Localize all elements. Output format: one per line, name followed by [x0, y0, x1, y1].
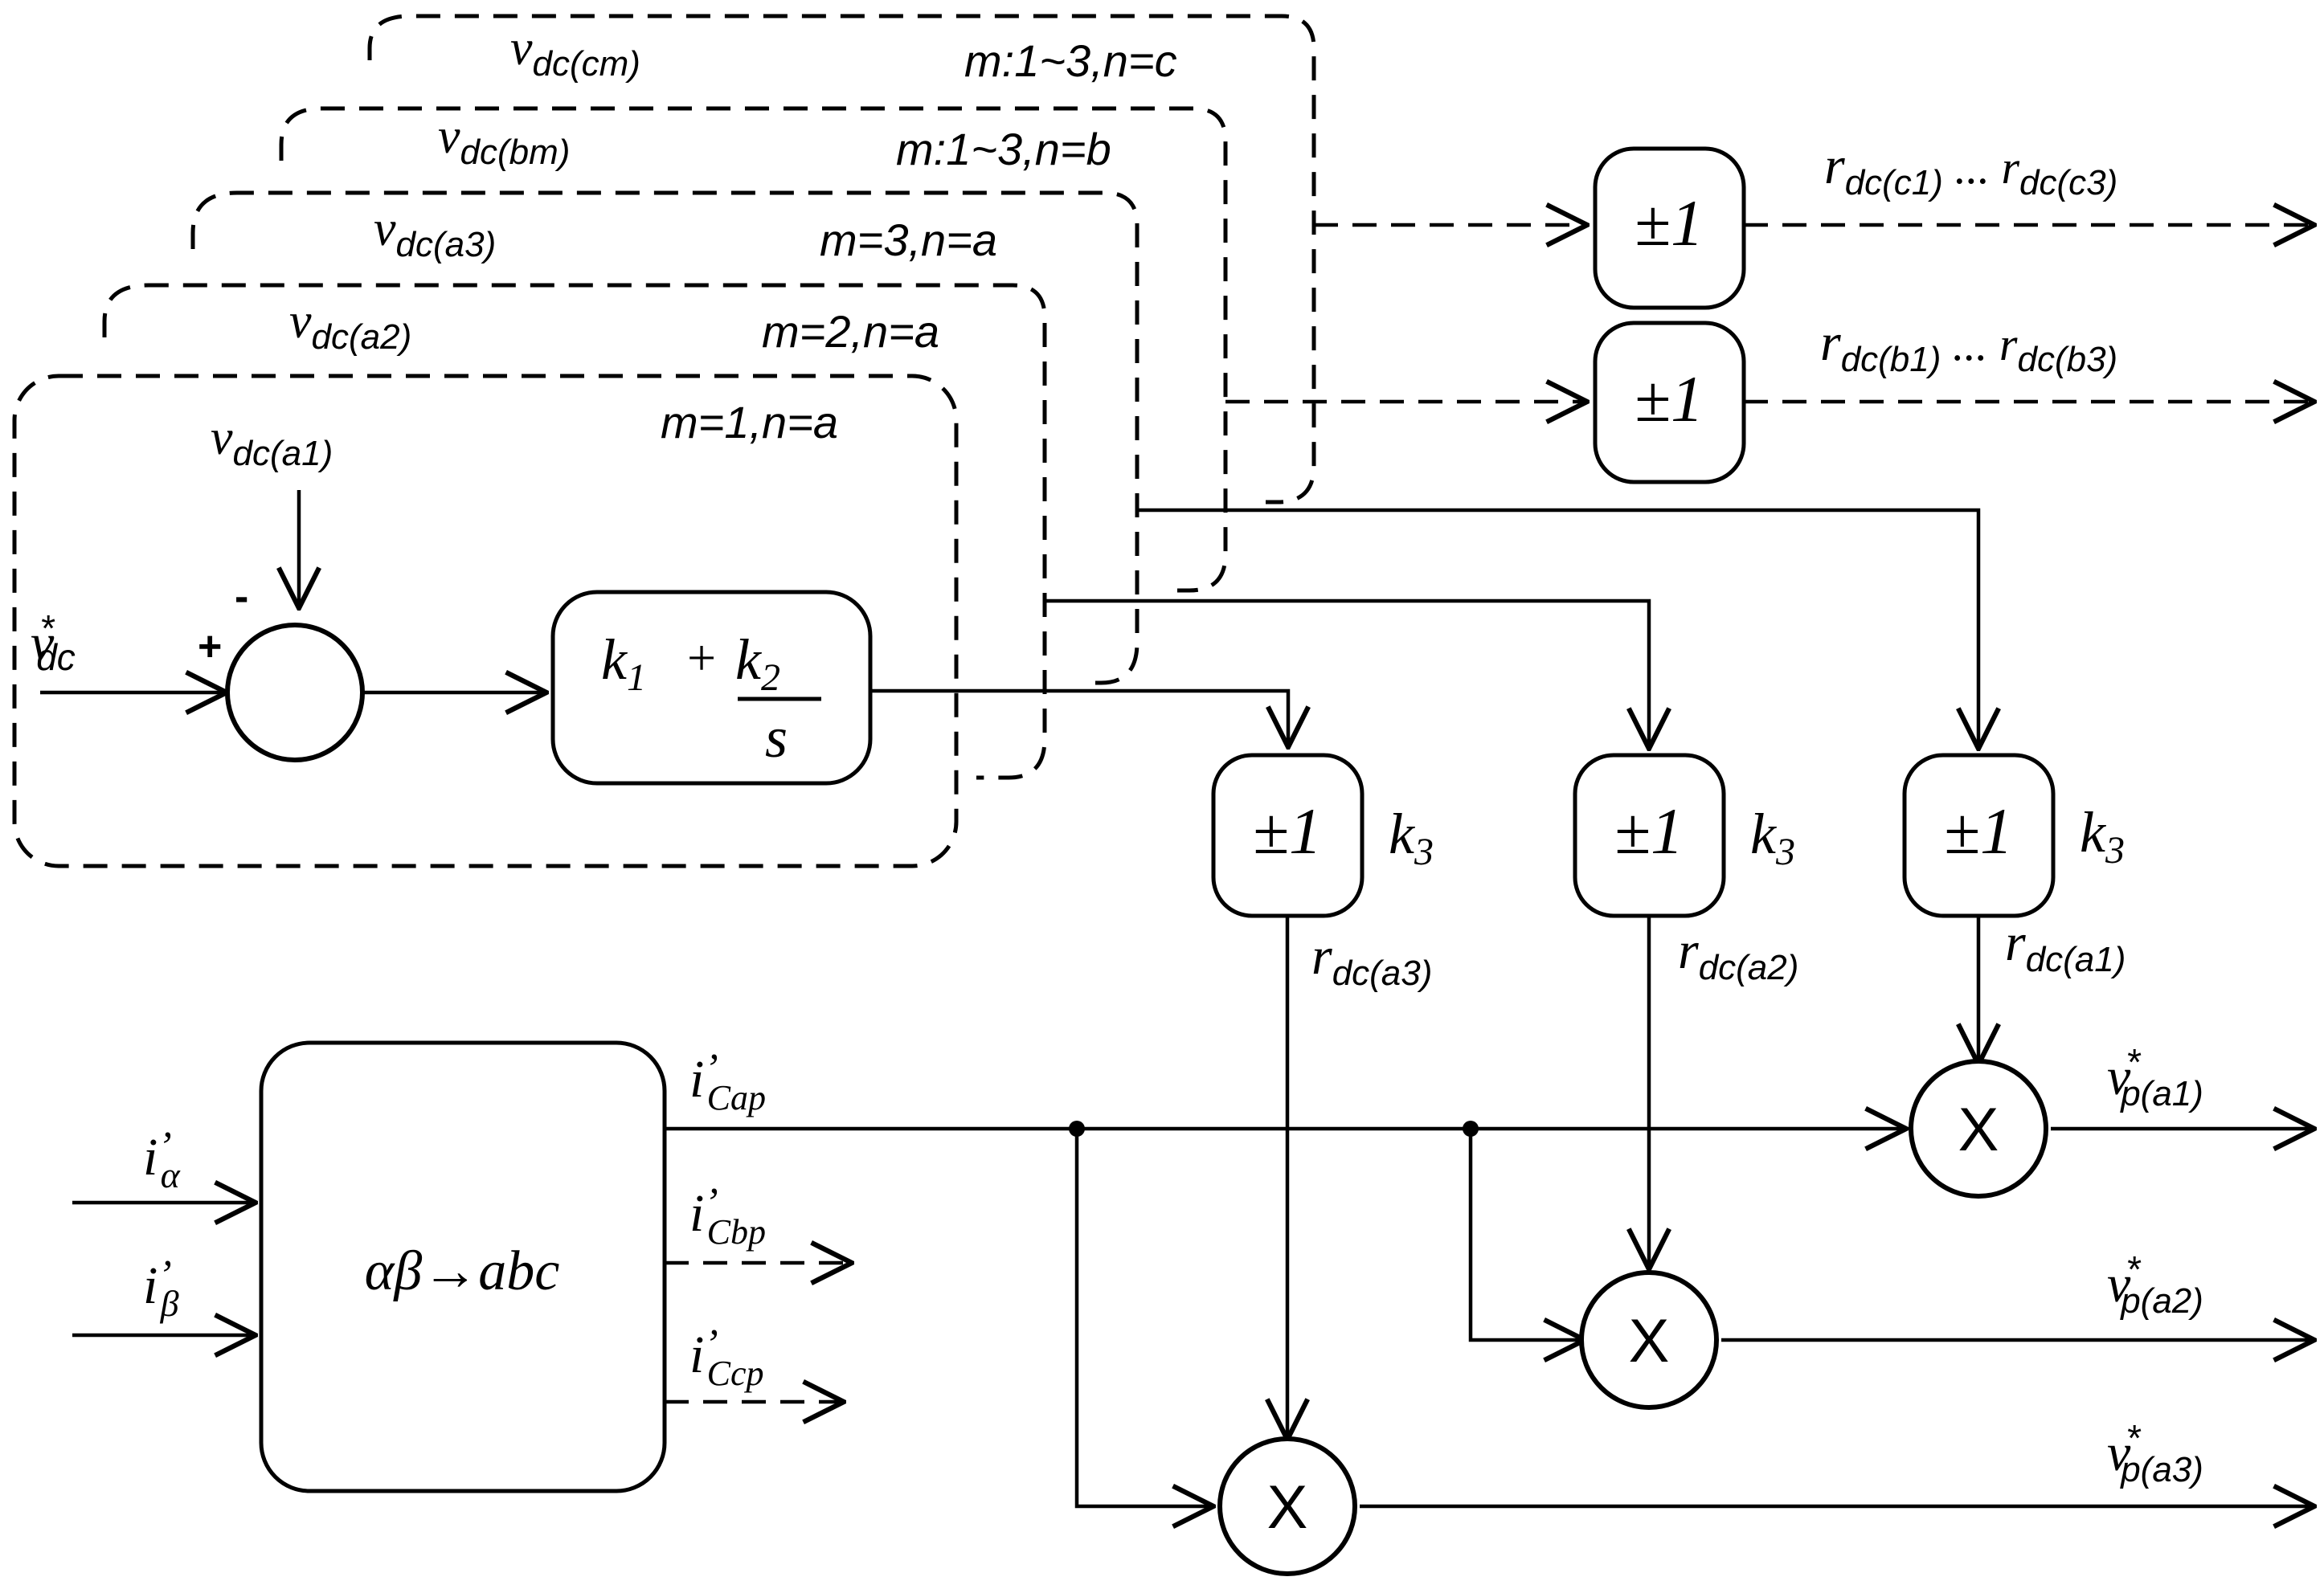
svg-text:X: X	[1267, 1473, 1308, 1542]
i-cbp-label: i’Cbp	[689, 1180, 766, 1252]
junction-dot-1	[1069, 1121, 1085, 1137]
panel-cm-outline	[367, 14, 1316, 505]
panel-a1-index: m=1,n=a	[661, 397, 838, 447]
summer-minus-sign: -	[235, 574, 248, 620]
sign-block-a2: ±1	[1573, 753, 1726, 918]
transform-label: αβ→abc	[365, 1240, 560, 1302]
vp-a1-label: v*p(a1)	[2107, 1041, 2203, 1113]
svg-text:+: +	[687, 629, 716, 686]
multiplier-a1: X	[1909, 1059, 2048, 1199]
feedback-path	[40, 490, 546, 692]
sign-block-b: ±1	[1593, 321, 1746, 484]
panel-a1-v-label: vdc(a1)	[211, 411, 333, 473]
i-ccp-label: i’Ccp	[689, 1322, 764, 1393]
sign-block-a1: ±1	[1902, 753, 2056, 918]
transform-dashed-outputs	[665, 1263, 852, 1402]
summer-plus-sign: +	[198, 623, 222, 670]
vp-a2-label: v*p(a2)	[2107, 1248, 2203, 1321]
panel-cm-index: m:1~3,n=c	[964, 35, 1177, 86]
vdc-reference-label: v*dc	[31, 607, 76, 678]
pi-controller-formula: k1 + k2 s	[601, 627, 821, 770]
svg-text:s: s	[765, 705, 788, 770]
transform-io-lines	[72, 1129, 2314, 1506]
svg-text:±1: ±1	[1635, 362, 1704, 435]
panel-a3-outline	[190, 190, 1139, 685]
gain-k3-label-a2: k3	[1750, 802, 1795, 873]
sign-block-a3: ±1	[1211, 753, 1365, 918]
bc-phase-routing-lines	[1225, 225, 2314, 402]
junction-dot-2	[1463, 1121, 1479, 1137]
svg-text:±1: ±1	[1635, 186, 1704, 259]
panel-a1-outline	[12, 374, 959, 868]
panel-a3-v-label: vdc(a3)	[374, 202, 496, 264]
rdc-b-output-label: rdc(b1) ... rdc(b3)	[1820, 313, 2117, 379]
multiplier-a2: X	[1579, 1270, 1719, 1410]
i-cap-label: i’Cap	[689, 1046, 766, 1117]
rdc-a1-label: rdc(a1)	[2005, 913, 2126, 979]
panel-a2-index: m=2,n=a	[762, 306, 939, 357]
svg-text:k2: k2	[735, 627, 780, 699]
panel-bm-v-label: vdc(bm)	[438, 109, 570, 172]
panel-labels: vdc(cm) m:1~3,n=c vdc(bm) m:1~3,n=b vdc(…	[211, 21, 1177, 473]
svg-text:±1: ±1	[1944, 795, 2013, 868]
svg-text:X: X	[1629, 1307, 1670, 1375]
panel-a2-outline	[102, 283, 1047, 780]
pi-controller-block	[550, 590, 873, 786]
i-alpha-label: i’α	[143, 1124, 181, 1195]
alphabeta-to-abc-block	[259, 1040, 667, 1493]
svg-text:±1: ±1	[1614, 795, 1684, 868]
svg-text:±1: ±1	[1253, 795, 1322, 868]
multiplier-a3: X	[1217, 1436, 1357, 1576]
multiplier-input-lines	[1287, 916, 1978, 1440]
gain-k3-label-a3: k3	[1389, 802, 1434, 873]
panel-bm-index: m:1~3,n=b	[896, 124, 1111, 174]
rdc-a2-label: rdc(a2)	[1678, 921, 1798, 987]
panel-bm-outline	[279, 106, 1228, 593]
gain-k3-label-a1: k3	[2080, 800, 2125, 872]
i-beta-label: i’β	[143, 1252, 179, 1324]
rdc-c-output-label: rdc(c1) ... rdc(c3)	[1824, 137, 2117, 202]
sign-block-c: ±1	[1593, 146, 1746, 310]
panel-a3-index: m=3,n=a	[820, 214, 997, 265]
svg-text:X: X	[1958, 1096, 1999, 1164]
rdc-a3-label: rdc(a3)	[1311, 927, 1432, 993]
vp-a3-label: v*p(a3)	[2107, 1417, 2203, 1489]
panel-a2-v-label: vdc(a2)	[289, 294, 411, 357]
summing-junction	[225, 623, 365, 762]
rdc-routing-lines	[870, 508, 1978, 749]
svg-text:k1: k1	[601, 627, 646, 699]
panel-cm-v-label: vdc(cm)	[510, 21, 640, 84]
